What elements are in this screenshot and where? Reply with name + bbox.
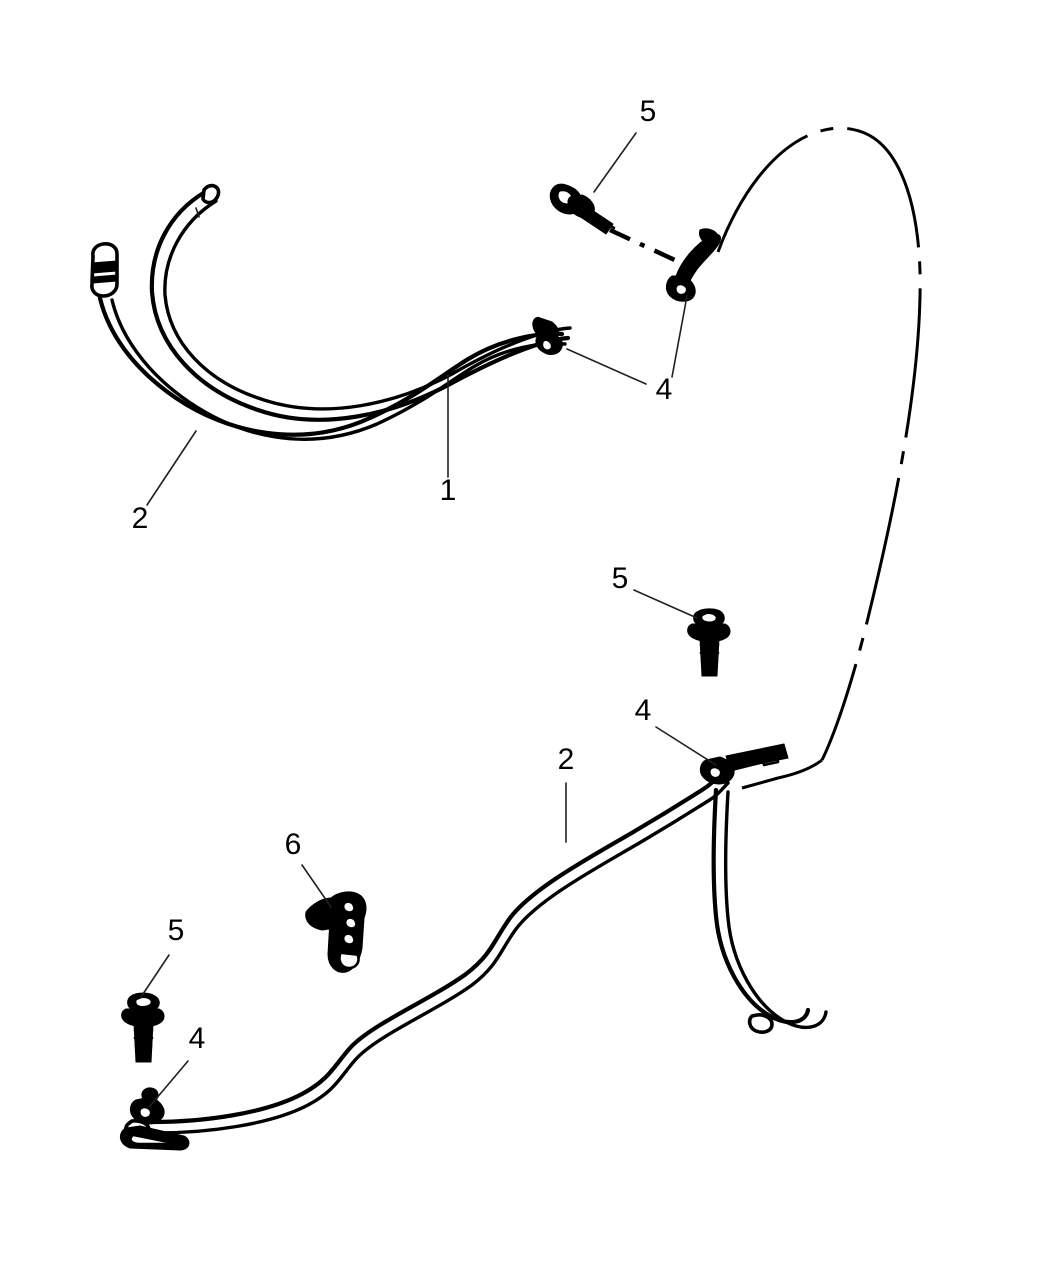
- leader-4-upper-a: [566, 348, 647, 385]
- retainer-clip-4-bottom: [120, 1087, 190, 1151]
- callout-label-6[interactable]: 6: [285, 828, 302, 861]
- hook-tube-open-end: [747, 1013, 774, 1034]
- screw-5-middle-head-slot: [699, 611, 719, 625]
- hook-tube-back-wall: [723, 790, 828, 1030]
- leader-5-bottom: [140, 954, 170, 998]
- upper-retainer-clip-right: [665, 228, 721, 302]
- screw-5-middle-shank: [699, 637, 720, 677]
- screw-5-upper: [549, 183, 693, 271]
- bracket-6-eye-3: [341, 932, 356, 946]
- bracket-6-hook: [338, 952, 360, 970]
- screw-5-bottom-head-slot: [133, 995, 154, 1009]
- clip-4-bottom-eye: [138, 1105, 153, 1120]
- fitting-collar-band-1: [91, 260, 118, 274]
- callout-label-2-mid[interactable]: 2: [558, 743, 575, 776]
- retainer-bracket-6: [305, 891, 367, 973]
- hose-supply-inner-wall: [110, 298, 567, 441]
- callout-label-2-left[interactable]: 2: [132, 502, 149, 535]
- screw-5-upper-shank: [575, 203, 614, 235]
- screw-5-middle: [687, 608, 731, 677]
- hose-end-seam-mark: [195, 207, 200, 218]
- upper-retainer-clip-left: [532, 317, 563, 355]
- callout-label-5-bottom[interactable]: 5: [168, 914, 185, 947]
- leader-4-mid: [655, 726, 717, 766]
- clip-4-middle-arm: [725, 743, 789, 771]
- screw-5-bottom: [121, 992, 165, 1063]
- clip-4-middle-eye: [708, 765, 723, 780]
- upper-hose-assembly: [90, 183, 572, 441]
- leader-6: [301, 864, 332, 908]
- bracket-6-wing-rib-1: [312, 906, 322, 912]
- leader-2-left: [146, 430, 197, 506]
- screw-5-bottom-shank: [133, 1022, 154, 1063]
- screw-5-upper-thread-4: [603, 220, 616, 230]
- callout-label-4-bottom[interactable]: 4: [189, 1022, 206, 1055]
- leader-5-top: [593, 132, 637, 193]
- clip-4-middle-arm-slot: [736, 746, 780, 758]
- lower-tube-front-wall: [149, 769, 725, 1125]
- phantom-reference-line: [716, 126, 922, 761]
- callout-labels-group: 5 4 1 2 5 4 2 6 5 4: [132, 95, 673, 1055]
- phantom-reference-line-group: [716, 126, 922, 790]
- bracket-6-eye-1: [341, 900, 356, 914]
- bracket-6-wing-rib-2: [312, 914, 322, 920]
- fitting-collar-band-2: [92, 274, 118, 284]
- retainer-clip-4-middle: [699, 743, 789, 785]
- callout-label-4-mid[interactable]: 4: [635, 694, 652, 727]
- clip-4-right-eye: [674, 282, 689, 297]
- leader-4-upper-b: [671, 295, 688, 378]
- leader-4-bottom: [149, 1060, 189, 1107]
- callout-label-5-top[interactable]: 5: [640, 95, 657, 128]
- clip-4-right-stem: [675, 233, 721, 291]
- clip-4-left-eye: [540, 338, 554, 352]
- phantom-reference-line-lower: [741, 758, 823, 790]
- lower-tube-back-wall: [154, 781, 730, 1135]
- quick-connect-fitting: [90, 242, 119, 298]
- callout-label-1[interactable]: 1: [440, 474, 457, 507]
- callout-label-5-mid[interactable]: 5: [612, 562, 629, 595]
- leader-lines-group: [140, 132, 717, 1107]
- screw-5-upper-assembly-axis: [609, 227, 693, 271]
- bracket-6-spine: [327, 891, 367, 973]
- lower-fuel-line-tube: [124, 749, 828, 1141]
- clip-4-right-tab: [699, 228, 719, 245]
- clip-4-bottom-foot-slot: [129, 1134, 174, 1146]
- callout-label-4-upper[interactable]: 4: [656, 373, 673, 406]
- hose-supply-outer-wall: [97, 295, 565, 437]
- hose-loop-inner-wall: [163, 199, 572, 411]
- hose-loop-outer-wall: [149, 189, 571, 422]
- bracket-6-eye-2: [343, 916, 358, 930]
- hose-open-end-tip: [201, 183, 221, 205]
- leader-5-mid: [633, 589, 698, 619]
